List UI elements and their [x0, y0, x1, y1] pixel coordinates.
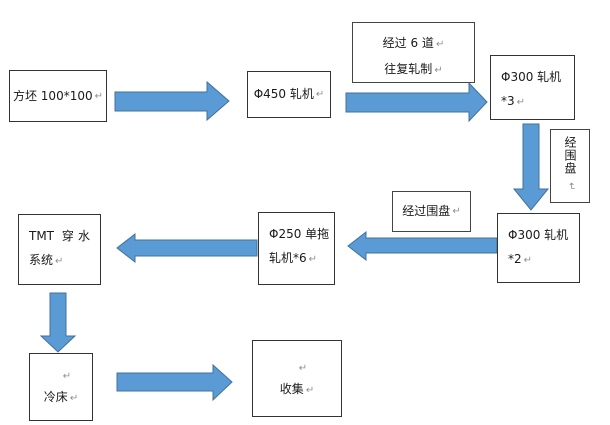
paragraph-mark-icon: ↵ [305, 384, 315, 396]
box-mill-250-line1: Φ250 单拖 [269, 227, 330, 241]
paragraph-mark-icon: ↵ [94, 90, 103, 102]
box-collect: ↵ 收集↵ [252, 340, 342, 417]
paragraph-mark-icon: ↵ [565, 181, 577, 191]
label-via-coiler: 经过围盘↵ [392, 191, 471, 232]
arrow-cooling-to-collect-icon [116, 363, 233, 402]
label-coiler-vertical-text: 经围盘 [563, 135, 577, 175]
box-cooling-bed: ↵ 冷床↵ [29, 353, 93, 421]
box-mill-300x3: Φ300 轧机 *3↵ [490, 55, 575, 120]
arrow-tmt-down-icon [39, 292, 77, 353]
box-tmt-system: TMT 穿水 系统↵ [18, 214, 101, 285]
box-mill-450: Φ450 轧机↵ [247, 71, 331, 118]
paragraph-mark-icon: ↵ [523, 255, 533, 266]
arrow-300x2-to-250-icon [347, 230, 498, 262]
label-coiler-vertical: 经围盘 ↵ [550, 129, 590, 203]
box-billet: 方坯 100*100↵ [9, 70, 107, 122]
box-mill-300x3-line2: *3↵ [501, 94, 526, 108]
label-six-passes: 经过 6 道↵ 往复轧制↵ [352, 22, 475, 83]
box-mill-450-label: Φ450 轧机 [253, 87, 314, 101]
box-tmt-system-line2: 系统↵ [29, 253, 64, 267]
paragraph-mark-icon: ↵ [516, 97, 526, 108]
label-six-passes-line2: 往复轧制↵ [384, 62, 443, 76]
label-via-coiler-text: 经过围盘 [402, 204, 451, 218]
arrow-billet-to-450-icon [114, 80, 230, 122]
box-tmt-system-line1: TMT 穿水 [29, 229, 90, 243]
box-mill-250: Φ250 单拖 轧机*6↵ [258, 212, 335, 285]
paragraph-mark-icon: ↵ [55, 256, 64, 267]
box-mill-300x3-line1: Φ300 轧机 [501, 70, 562, 84]
arrow-250-to-tmt-icon [116, 232, 258, 264]
paragraph-mark-icon: ↵ [434, 65, 443, 76]
paragraph-mark-icon: ↵ [69, 393, 79, 404]
paragraph-mark-icon: ↵ [308, 254, 318, 265]
paragraph-mark-icon: ↵ [315, 89, 325, 100]
box-mill-300x2-line2: *2↵ [508, 252, 533, 266]
arrow-300x3-down-icon [512, 123, 550, 211]
box-cooling-bed-line: 冷床↵ [43, 390, 79, 404]
box-mill-300x2: Φ300 轧机 *2↵ [497, 213, 580, 283]
empty-paragraph-line: ↵ [51, 365, 71, 387]
paragraph-mark-icon: ↵ [452, 206, 461, 217]
empty-paragraph-line: ↵ [287, 357, 307, 379]
box-mill-300x2-line1: Φ300 轧机 [508, 228, 569, 242]
paragraph-mark-icon: ↵ [435, 39, 445, 50]
paragraph-mark-icon: ↵ [298, 362, 308, 374]
paragraph-mark-icon: ↵ [62, 371, 72, 382]
label-six-passes-line1: 经过 6 道↵ [382, 36, 445, 50]
box-billet-label: 方坯 100*100 [12, 88, 93, 103]
arrow-450-to-300x3-icon [345, 81, 488, 123]
box-mill-250-line2: 轧机*6↵ [269, 251, 318, 265]
box-collect-line: 收集↵ [279, 381, 315, 396]
